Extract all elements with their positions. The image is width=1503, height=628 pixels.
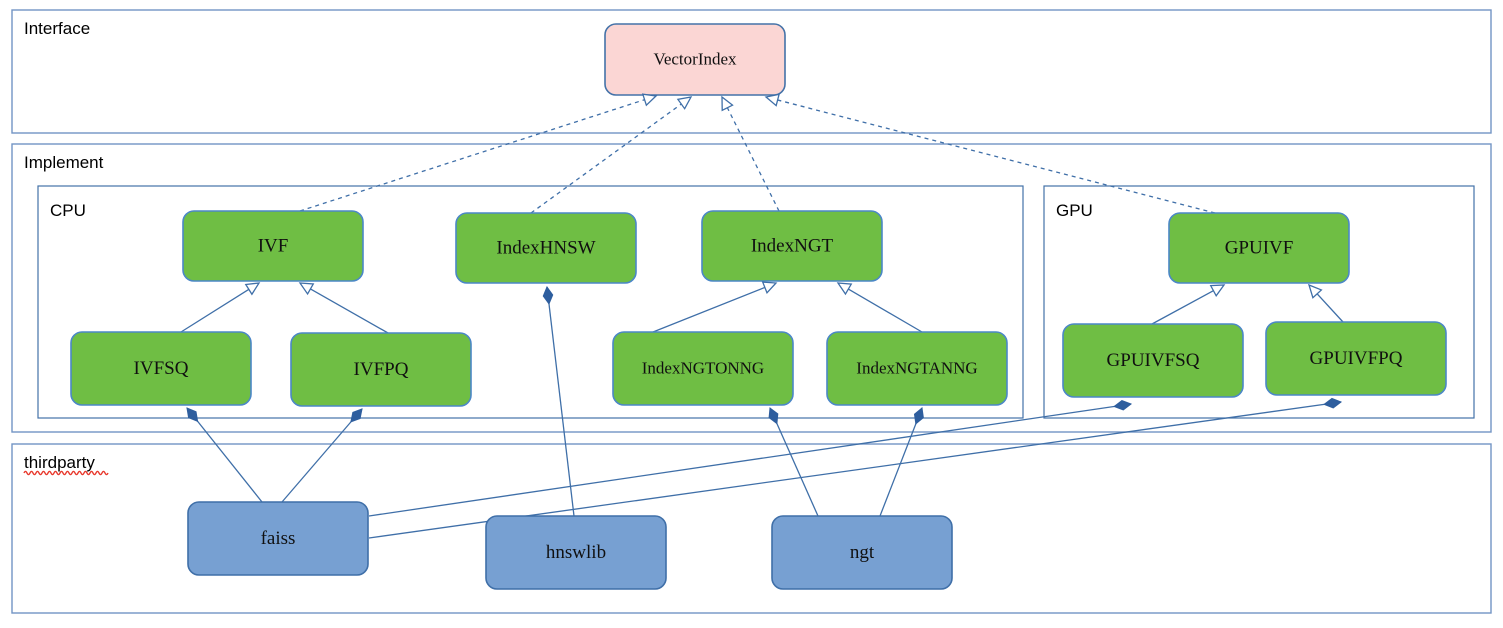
- edge-ngt-to-indexngtonng: [769, 407, 819, 517]
- node-box-ngt[interactable]: [771, 515, 953, 590]
- diamond-ngt-to-indexngtonng: [768, 407, 779, 425]
- arrowhead-indexngtanng-to-indexngt: [836, 282, 853, 296]
- node-label-indexngtanng: IndexNGTANNG: [856, 358, 977, 377]
- arrowhead-gpuivfpq-to-gpuivf: [1307, 283, 1323, 299]
- node-label-ivf: IVF: [258, 235, 289, 256]
- node-hnswlib[interactable]: hnswlib: [485, 515, 667, 590]
- node-label-faiss: faiss: [261, 528, 296, 549]
- subgroup-frame-gpu: [1043, 185, 1475, 419]
- node-label-ngt: ngt: [850, 542, 875, 563]
- edge-indexngt-to-vectorindex: [726, 106, 780, 212]
- node-box-ivf[interactable]: [182, 210, 364, 282]
- subgroup-label-gpu: GPU: [1056, 201, 1093, 220]
- diamond-faiss-to-gpuivfpq: [1323, 397, 1343, 409]
- node-faiss[interactable]: faiss: [187, 501, 369, 576]
- edge-gpuivf-to-vectorindex: [776, 99, 1216, 214]
- edge-indexngtonng-to-indexngt: [652, 286, 767, 333]
- node-ivfsq[interactable]: IVFSQ: [70, 331, 252, 406]
- arrowhead-indexhnsw-to-vectorindex: [676, 96, 693, 110]
- spellcheck-underline: [23, 470, 109, 476]
- edge-ivfpq-to-ivf: [309, 287, 389, 334]
- node-label-vectorindex: VectorIndex: [653, 49, 737, 68]
- node-gpuivf[interactable]: GPUIVF: [1168, 212, 1350, 284]
- arrowhead-gpuivfsq-to-gpuivf: [1209, 284, 1226, 297]
- arrowhead-gpuivf-to-vectorindex: [764, 93, 780, 107]
- diamond-faiss-to-ivfsq: [186, 407, 199, 423]
- subgroup-label-cpu: CPU: [50, 201, 86, 220]
- node-box-indexngt[interactable]: [701, 210, 883, 282]
- node-indexngtanng[interactable]: IndexNGTANNG: [826, 331, 1008, 406]
- arrowhead-ivfsq-to-ivf: [244, 282, 261, 296]
- arrowhead-indexngt-to-vectorindex: [721, 95, 734, 112]
- node-label-gpuivfpq: GPUIVFPQ: [1310, 348, 1403, 369]
- node-box-gpuivfpq[interactable]: [1265, 321, 1447, 396]
- node-ivf[interactable]: IVF: [182, 210, 364, 282]
- node-gpuivfsq[interactable]: GPUIVFSQ: [1062, 323, 1244, 398]
- edge-faiss-to-gpuivfsq: [368, 403, 1132, 517]
- node-box-indexngtonng[interactable]: [612, 331, 794, 406]
- node-vectorindex[interactable]: VectorIndex: [604, 23, 786, 96]
- group-label-interface: Interface: [24, 19, 90, 38]
- edge-ivfsq-to-ivf: [180, 288, 251, 333]
- arrowhead-ivf-to-vectorindex: [641, 93, 658, 107]
- edge-gpuivfpq-to-gpuivf: [1315, 292, 1344, 323]
- edge-indexhnsw-to-vectorindex: [530, 102, 683, 214]
- node-box-faiss[interactable]: [187, 501, 369, 576]
- group-label-thirdparty: thirdparty: [24, 453, 95, 472]
- group-label-implement: Implement: [24, 153, 104, 172]
- node-label-indexngtonng: IndexNGTONNG: [642, 358, 764, 377]
- arrowhead-indexngtonng-to-indexngt: [761, 281, 778, 294]
- node-indexngt[interactable]: IndexNGT: [701, 210, 883, 282]
- node-label-ivfsq: IVFSQ: [134, 358, 189, 379]
- diamond-faiss-to-ivfpq: [350, 408, 363, 423]
- node-ivfpq[interactable]: IVFPQ: [290, 332, 472, 407]
- node-box-gpuivf[interactable]: [1168, 212, 1350, 284]
- edge-hnswlib-to-indexhnsw: [546, 286, 575, 517]
- node-ngt[interactable]: ngt: [771, 515, 953, 590]
- node-box-indexngtanng[interactable]: [826, 331, 1008, 406]
- node-label-hnswlib: hnswlib: [546, 542, 606, 563]
- node-box-ivfsq[interactable]: [70, 331, 252, 406]
- edge-faiss-to-ivfsq: [186, 407, 263, 503]
- arrowhead-ivfpq-to-ivf: [298, 282, 315, 296]
- edge-indexngtanng-to-indexngt: [847, 287, 923, 333]
- subgroup-gpu: GPU: [1043, 185, 1475, 419]
- edge-faiss-to-ivfpq: [281, 408, 363, 503]
- node-box-ivfpq[interactable]: [290, 332, 472, 407]
- node-indexngtonng[interactable]: IndexNGTONNG: [612, 331, 794, 406]
- node-box-indexhnsw[interactable]: [455, 212, 637, 284]
- node-box-gpuivfsq[interactable]: [1062, 323, 1244, 398]
- diamond-hnswlib-to-indexhnsw: [542, 285, 554, 305]
- node-label-indexhnsw: IndexHNSW: [496, 237, 595, 258]
- diamond-ngt-to-indexngtanng: [913, 407, 924, 425]
- node-label-gpuivf: GPUIVF: [1225, 237, 1294, 258]
- node-label-gpuivfsq: GPUIVFSQ: [1107, 350, 1200, 371]
- node-label-indexngt: IndexNGT: [751, 235, 834, 256]
- edge-ngt-to-indexngtanng: [879, 407, 923, 517]
- edge-gpuivfsq-to-gpuivf: [1151, 289, 1215, 325]
- diamond-faiss-to-gpuivfsq: [1113, 399, 1133, 411]
- node-box-hnswlib[interactable]: [485, 515, 667, 590]
- node-indexhnsw[interactable]: IndexHNSW: [455, 212, 637, 284]
- subgroup-frame-cpu: [37, 185, 1024, 419]
- node-gpuivfpq[interactable]: GPUIVFPQ: [1265, 321, 1447, 396]
- subgroup-cpu: CPU: [37, 185, 1024, 419]
- node-box-vectorindex[interactable]: [604, 23, 786, 96]
- node-label-ivfpq: IVFPQ: [354, 359, 409, 380]
